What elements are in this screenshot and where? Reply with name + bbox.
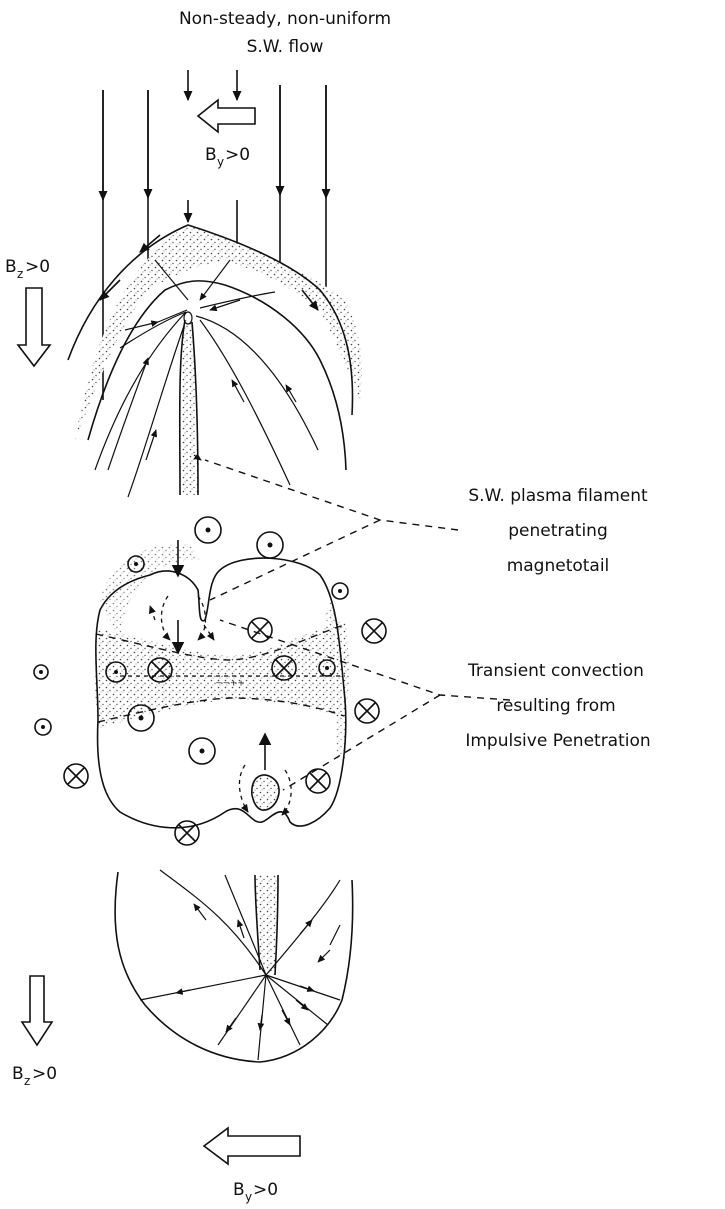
- filament-label-line2: penetrating: [508, 521, 608, 541]
- convection-label-line1: Transient convection: [467, 661, 644, 681]
- dot-symbol: [257, 532, 283, 558]
- convection-label-line2: resulting from: [496, 696, 615, 716]
- svg-text:B: B: [12, 1064, 24, 1084]
- filament-label-line1: S.W. plasma filament: [468, 486, 648, 506]
- bz-arrow-bottom: [22, 976, 52, 1045]
- flow-title-line1: Non-steady, non-uniform: [179, 9, 391, 29]
- dot-symbol: [195, 517, 221, 543]
- cross-symbol: [306, 769, 330, 793]
- dot-symbol: [34, 665, 48, 679]
- svg-text:B: B: [205, 145, 217, 165]
- dayside-magnetopause: [68, 225, 362, 470]
- dot-symbol: [332, 583, 348, 599]
- svg-text:>0: >0: [225, 145, 250, 165]
- cross-symbol: [64, 764, 88, 788]
- svg-text:z: z: [17, 267, 23, 281]
- by-arrow-top: [198, 100, 255, 132]
- bz-arrow-top: [18, 288, 50, 366]
- dot-symbol: [189, 738, 215, 764]
- flow-title-line2: S.W. flow: [247, 37, 324, 57]
- by-label-top: B y >0: [205, 145, 250, 169]
- solar-wind-field-lines: [103, 70, 326, 400]
- svg-text:B: B: [233, 1180, 245, 1200]
- filament-label-line3: magnetotail: [507, 556, 610, 576]
- magnetotail-cross-section: ⁻⁻⁺⁺: [95, 540, 349, 828]
- by-label-bottom: B y >0: [233, 1180, 278, 1204]
- svg-text:>0: >0: [32, 1064, 57, 1084]
- svg-text:⁻⁻⁺⁺: ⁻⁻⁺⁺: [215, 678, 245, 694]
- svg-text:y: y: [245, 1190, 252, 1204]
- by-arrow-bottom: [204, 1128, 300, 1164]
- cross-symbol: [362, 619, 386, 643]
- svg-text:>0: >0: [253, 1180, 278, 1200]
- svg-text:z: z: [24, 1074, 30, 1088]
- svg-text:y: y: [217, 155, 224, 169]
- nightside-tail-section: [115, 870, 353, 1062]
- dot-symbol: [35, 719, 51, 735]
- cross-symbol: [248, 618, 272, 642]
- cross-symbol: [175, 821, 199, 845]
- convection-label-line3: Impulsive Penetration: [465, 731, 650, 751]
- filament-annotation: S.W. plasma filament penetrating magneto…: [205, 460, 648, 600]
- cross-symbol: [355, 699, 379, 723]
- bz-label-bottom: B z >0: [12, 1064, 57, 1088]
- svg-text:B: B: [5, 257, 17, 277]
- bz-label-top: B z >0: [5, 257, 50, 281]
- plasma-filament-top: [180, 312, 201, 495]
- svg-text:>0: >0: [25, 257, 50, 277]
